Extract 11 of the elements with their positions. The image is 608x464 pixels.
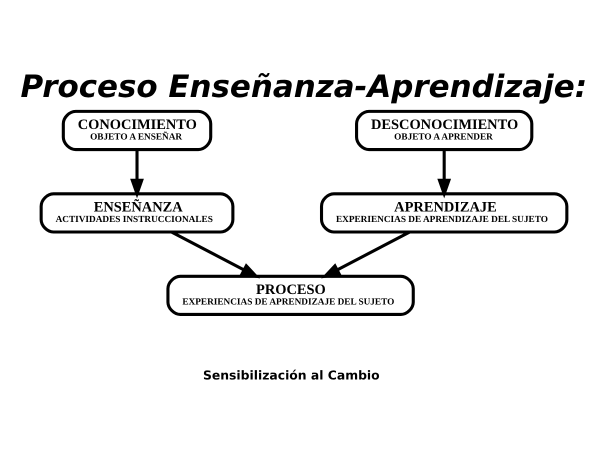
arrow <box>321 230 410 278</box>
node-box: DESCONOCIMIENTO OBJETO A APRENDER <box>355 109 534 151</box>
arrow <box>170 230 260 278</box>
node-box: ENSEÑANZA ACTIVIDADES INSTRUCCIONALES <box>40 192 234 234</box>
node-box: APRENDIZAJE EXPERIENCIAS DE APRENDIZAJE DEL SUJETO <box>320 192 568 234</box>
arrow <box>130 149 144 198</box>
diagram-title: Proceso Enseñanza-Aprendizaje: <box>20 68 588 104</box>
arrow <box>437 149 452 198</box>
node-box: CONOCIMIENTO OBJETO A ENSEÑAR <box>62 109 212 151</box>
node-box: PROCESO EXPERIENCIAS DE APRENDIZAJE DEL SUJETO <box>166 274 415 316</box>
label: Sensibilización al Cambio <box>202 368 380 382</box>
